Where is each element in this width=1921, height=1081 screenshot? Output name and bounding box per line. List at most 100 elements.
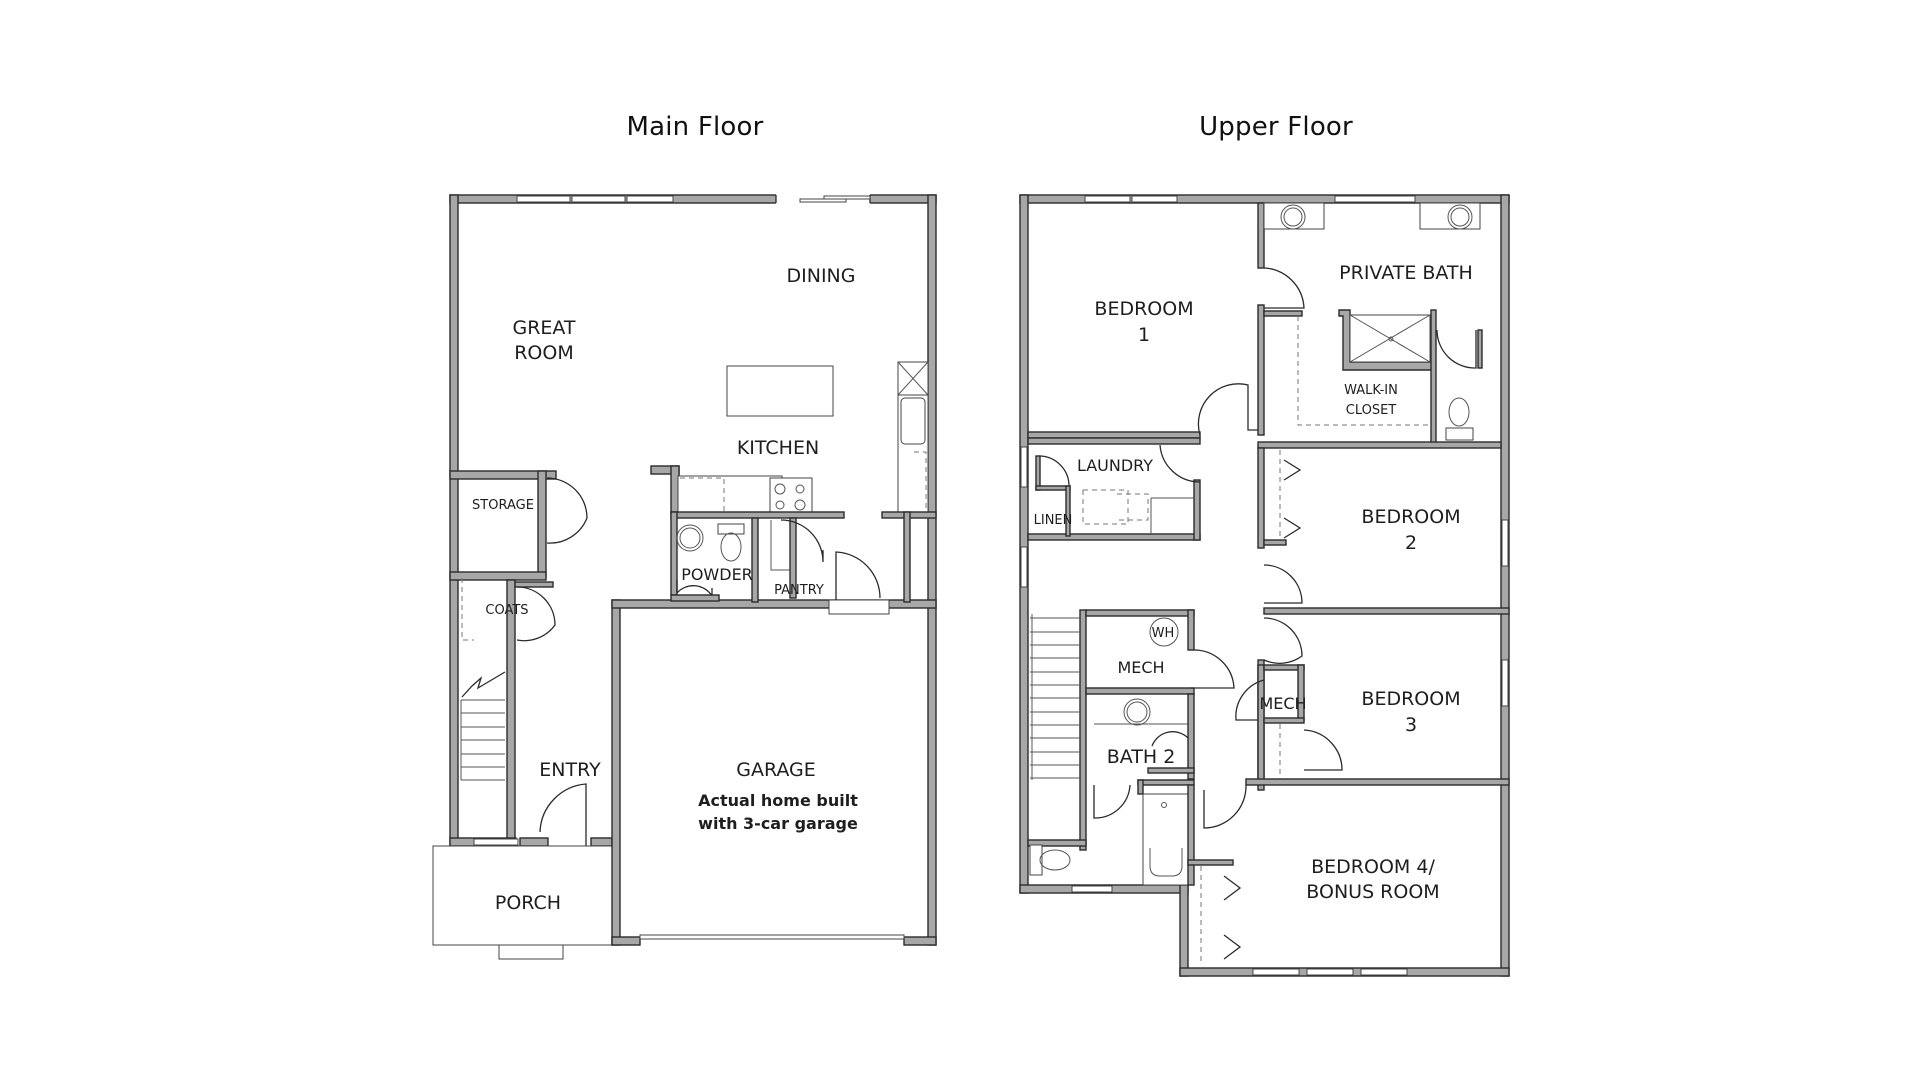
upper-stairs xyxy=(1027,609,1087,851)
main-stairs xyxy=(460,671,506,781)
label-powder: POWDER xyxy=(681,565,753,584)
window xyxy=(1252,968,1300,976)
storage-door-swing xyxy=(546,477,588,544)
toilet-room-door-swing xyxy=(1436,329,1477,369)
window xyxy=(1501,659,1509,707)
label-pantry: PANTRY xyxy=(774,583,824,598)
label-bedroom3-num: 3 xyxy=(1405,714,1417,736)
label-coats: COATS xyxy=(485,603,528,618)
stair-wall xyxy=(506,579,516,846)
label-kitchen: KITCHEN xyxy=(737,437,819,459)
bath-sink xyxy=(1447,204,1473,230)
upper-floor-plan: BEDROOM 1 PRIVATE BATH WALK-IN CLOSET LA… xyxy=(1019,194,1510,977)
label-storage: STORAGE xyxy=(472,498,534,513)
porch-step xyxy=(498,944,564,960)
bath2-door-swing xyxy=(1151,731,1189,747)
powder-toilet xyxy=(720,532,742,562)
window xyxy=(626,195,674,203)
sliding-door xyxy=(799,198,847,203)
label-bedroom2: BEDROOM xyxy=(1361,506,1460,528)
label-walk-in-closet-2: CLOSET xyxy=(1346,403,1397,418)
bath2-sink xyxy=(1123,698,1151,726)
bath2-toilet-door-swing xyxy=(1093,784,1131,819)
upper-floor-title: Upper Floor xyxy=(1199,112,1353,142)
window xyxy=(1501,519,1509,567)
bath2-toilet xyxy=(1039,849,1071,871)
private-bath-door-swing xyxy=(1263,267,1305,309)
label-bedroom2-num: 2 xyxy=(1405,532,1417,554)
garage-note-line1: Actual home built xyxy=(698,791,858,810)
garage-door-landing xyxy=(828,599,890,615)
linen-door-swing xyxy=(1038,455,1070,487)
powder-sink xyxy=(676,524,704,552)
bedroom4-door-swing xyxy=(1203,784,1247,829)
window xyxy=(1360,968,1408,976)
label-bedroom1: BEDROOM xyxy=(1094,298,1193,320)
garage-top-wall xyxy=(611,599,937,609)
label-walk-in-closet: WALK-IN xyxy=(1344,383,1398,398)
label-bedroom4: BEDROOM 4/ xyxy=(1311,856,1435,878)
bath-sink xyxy=(1280,204,1306,230)
window xyxy=(1071,885,1113,893)
entry-door-swing xyxy=(539,783,587,846)
laundry-door-swing xyxy=(1159,444,1201,483)
garage-left-wall xyxy=(611,599,621,946)
label-bedroom3: BEDROOM xyxy=(1361,688,1460,710)
window xyxy=(1020,546,1028,588)
kitchen-counter xyxy=(677,475,783,515)
window xyxy=(1020,446,1028,488)
bedroom2-closet-door xyxy=(1283,517,1302,539)
bedroom2-door-swing xyxy=(1263,564,1303,604)
storage-bottom-wall xyxy=(449,571,547,581)
window xyxy=(1334,195,1416,203)
label-garage: GARAGE xyxy=(736,759,816,781)
bedroom3-closet-door-swing xyxy=(1303,729,1343,771)
sink xyxy=(900,397,926,445)
pantry-door-swing xyxy=(780,519,824,563)
cooktop xyxy=(769,477,813,515)
storage-right-wall xyxy=(537,470,547,577)
label-mech: MECH xyxy=(1117,658,1164,677)
kitchen-island xyxy=(726,365,834,417)
label-bath2: BATH 2 xyxy=(1107,746,1176,768)
water-heater xyxy=(1149,617,1179,647)
label-mech-2: MECH xyxy=(1259,694,1306,713)
window xyxy=(1084,195,1131,203)
label-water-heater: WH xyxy=(1152,626,1175,641)
bedroom2-bottom-wall xyxy=(1263,607,1510,615)
bedroom4-closet-door xyxy=(1223,934,1242,960)
main-left-wall xyxy=(449,194,459,848)
label-linen: LINEN xyxy=(1034,513,1073,528)
label-private-bath: PRIVATE BATH xyxy=(1339,262,1473,284)
label-bonus-room: BONUS ROOM xyxy=(1306,881,1439,903)
label-dining: DINING xyxy=(787,265,856,287)
label-bedroom1-num: 1 xyxy=(1138,324,1150,346)
bath-toilet xyxy=(1448,397,1470,427)
main-floor-title: Main Floor xyxy=(626,112,764,142)
storage-top-wall xyxy=(449,470,557,480)
window xyxy=(571,195,626,203)
garage-note-line2: with 3-car garage xyxy=(698,814,858,833)
window xyxy=(1306,968,1354,976)
main-floor-plan: GREAT ROOM DINING KITCHEN STORAGE COATS … xyxy=(432,194,937,960)
powder-toilet-tank xyxy=(717,523,745,535)
label-porch: PORCH xyxy=(495,892,561,914)
bedroom4-closet-door xyxy=(1223,875,1242,901)
mech2-door-swing xyxy=(1235,679,1265,721)
garage-entry-door-swing xyxy=(835,551,881,600)
window xyxy=(473,838,519,846)
coats-door-swing xyxy=(516,586,556,642)
label-great-room: GREAT xyxy=(512,317,575,339)
bedroom1-door-swing xyxy=(1197,383,1258,436)
bedroom3-bottom-wall xyxy=(1245,778,1510,786)
mech-door-swing xyxy=(1190,649,1235,689)
bedroom2-closet-door xyxy=(1283,459,1302,481)
label-laundry: LAUNDRY xyxy=(1077,456,1153,475)
label-great-room-2: ROOM xyxy=(514,342,574,364)
bath2-toilet-tank xyxy=(1029,844,1043,876)
upper-right-wall xyxy=(1500,194,1510,977)
window xyxy=(1131,195,1178,203)
garage-door xyxy=(639,934,905,940)
label-entry: ENTRY xyxy=(539,759,601,781)
